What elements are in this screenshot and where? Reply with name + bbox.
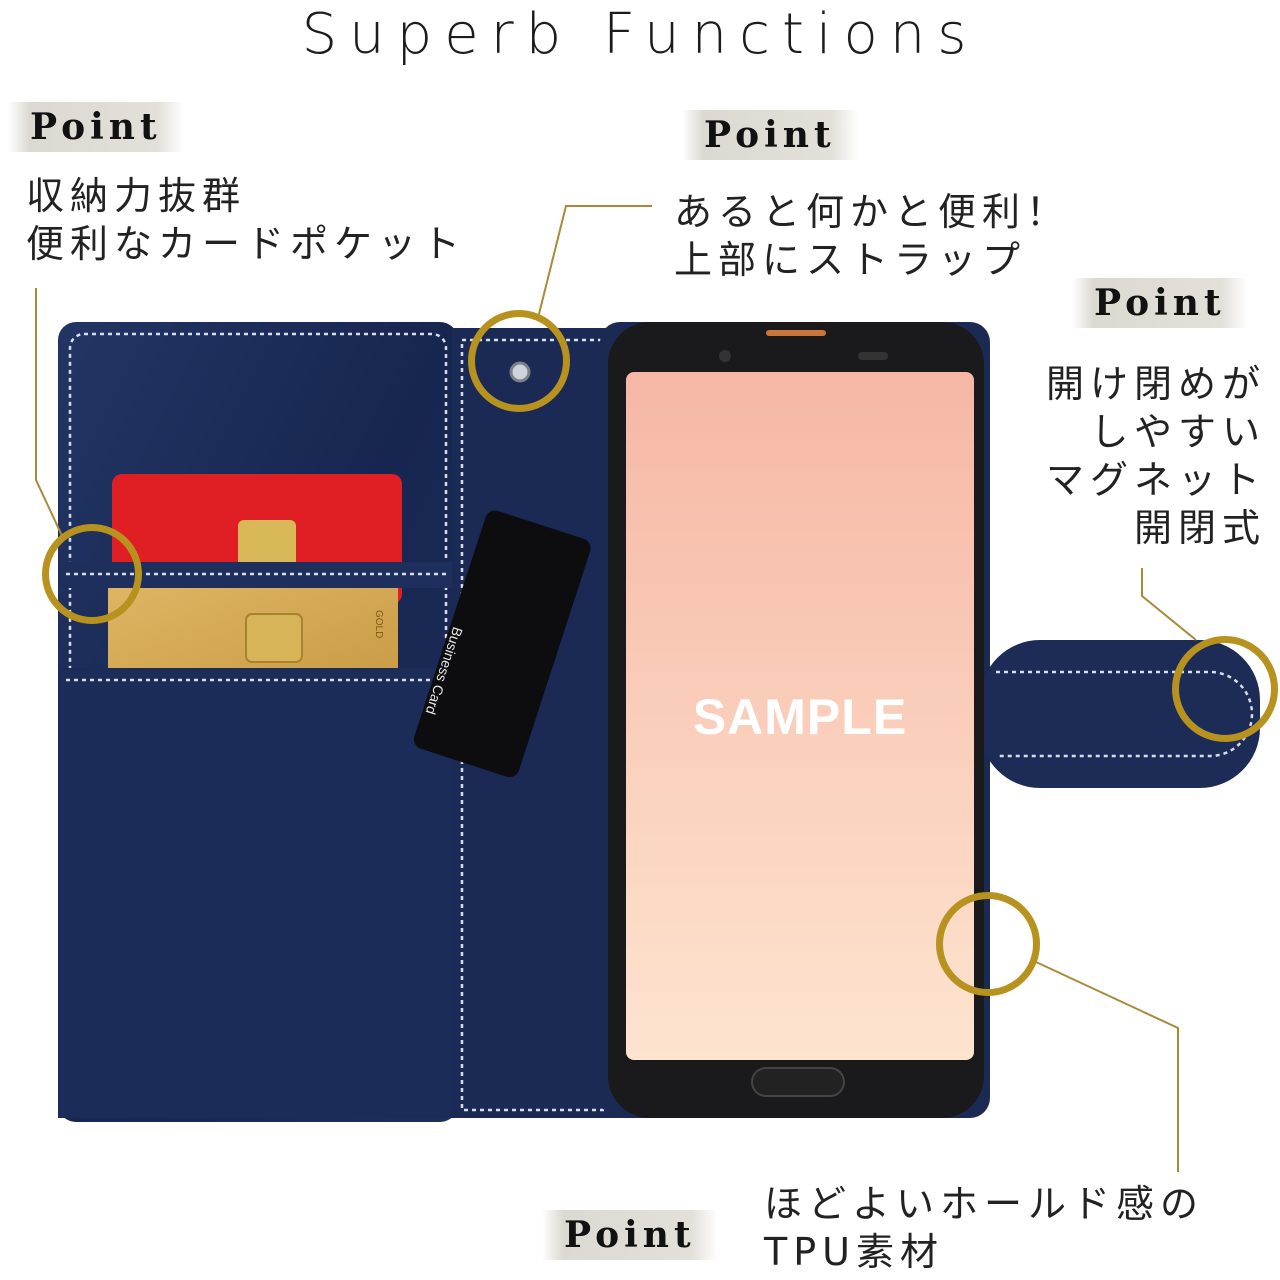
callout-card-pocket: 収納力抜群 便利なカードポケット <box>26 174 467 266</box>
point-badge-strap: Point <box>682 110 858 160</box>
leader-line-magnet <box>1141 568 1197 641</box>
point-badge-magnet: Point <box>1072 278 1248 328</box>
callout-tpu: ほどよいホールド感の TPU素材 <box>764 1182 1205 1274</box>
card-pocket-lower <box>58 668 452 1118</box>
front-camera-icon <box>719 350 731 362</box>
leader-line-strap <box>537 205 652 319</box>
callout-strap: あると何かと便利！ 上部にストラップ <box>674 190 1071 282</box>
callout-magnet: 開け閉めが しやすい マグネット 開閉式 <box>1045 362 1266 550</box>
leader-line-tpu <box>1035 961 1179 1172</box>
leader-line-card <box>35 288 65 541</box>
highlight-ring-strap <box>468 310 570 412</box>
highlight-ring-card-pocket <box>42 524 142 624</box>
home-button <box>751 1067 845 1097</box>
phone-screen <box>626 372 974 1060</box>
page-title: Superb Functions <box>301 2 979 67</box>
point-badge-tpu: Point <box>542 1210 718 1260</box>
gold-card-label: GOLD <box>373 610 384 639</box>
highlight-ring-magnet <box>1172 636 1278 742</box>
point-badge-card: Point <box>8 102 184 152</box>
business-card <box>413 510 591 778</box>
screen-sample-text: SAMPLE <box>692 689 908 745</box>
highlight-ring-tpu <box>936 892 1040 996</box>
